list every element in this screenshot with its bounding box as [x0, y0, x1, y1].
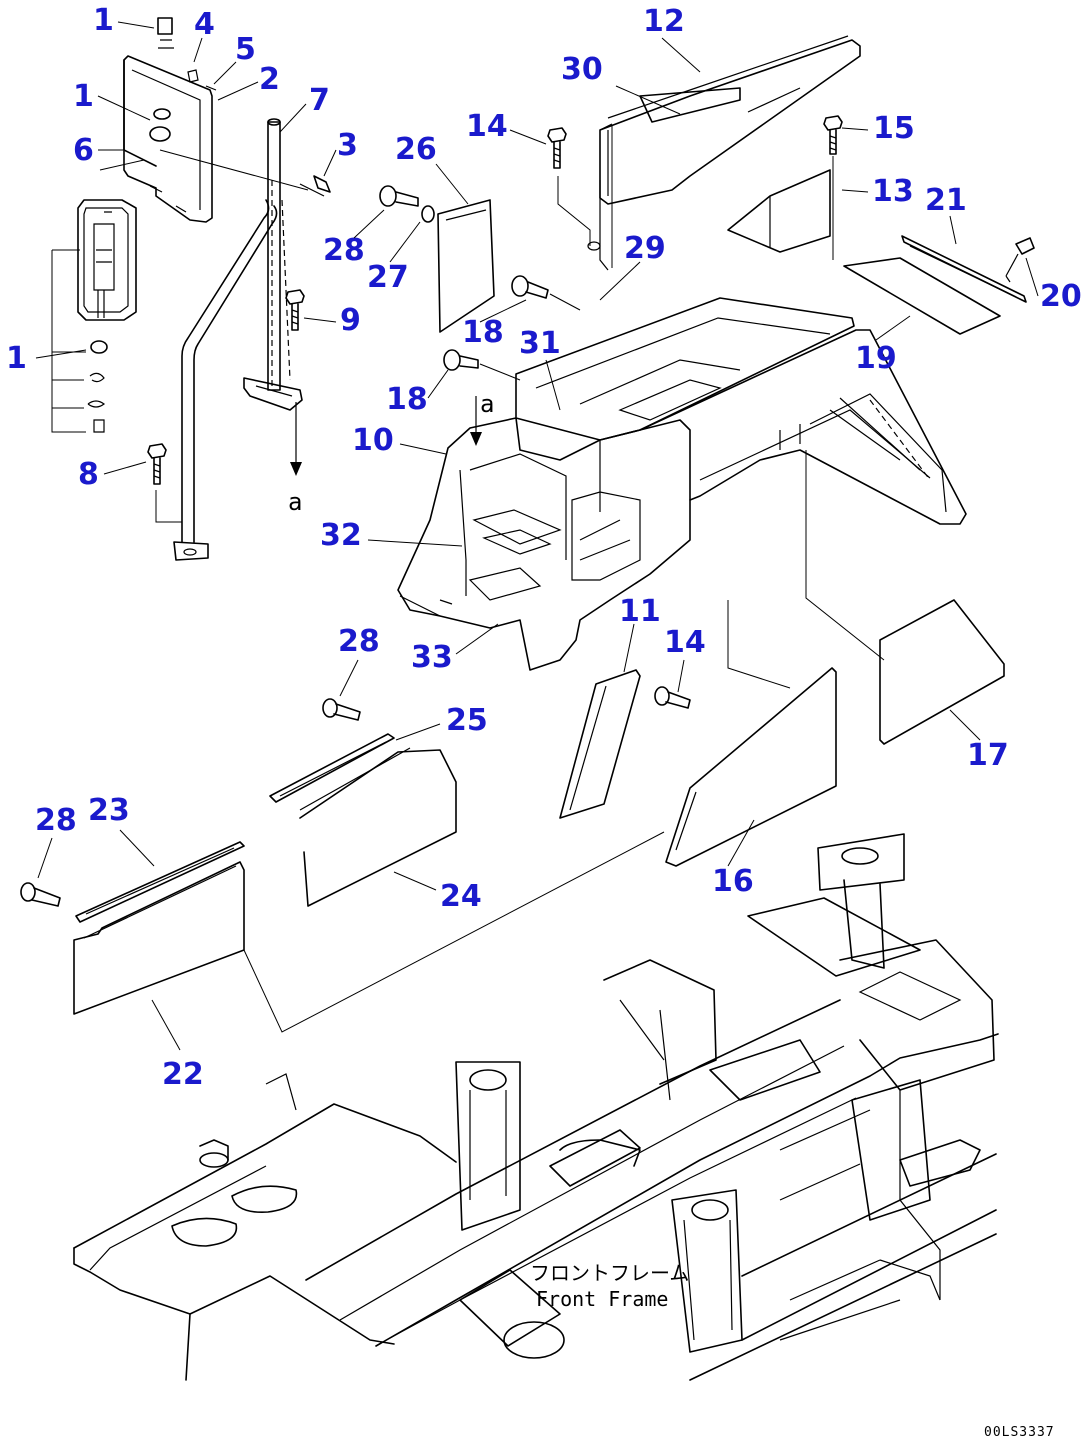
callout-17: 17 [967, 738, 1009, 773]
strip-25-panel-24 [269, 733, 457, 907]
callout-26: 26 [395, 132, 437, 167]
callout-31: 31 [519, 326, 561, 361]
top-cover-12 [599, 35, 861, 271]
bolt-18-upper [511, 275, 581, 311]
callout-6: 6 [73, 133, 94, 168]
callout-24: 24 [440, 879, 482, 914]
bolt-15 [823, 115, 843, 260]
callout-21: 21 [925, 183, 967, 218]
reference-mark-a-upper: a [480, 390, 494, 418]
bolt-14-lower [654, 686, 691, 709]
bolt-8 [147, 443, 182, 523]
callout-27: 27 [367, 260, 409, 295]
bolt-28-lower [20, 882, 61, 907]
callout-28: 28 [323, 233, 365, 268]
bolt-18-lower [443, 349, 521, 381]
strip-23-panel-22 [73, 831, 665, 1033]
front-frame-label-en: Front Frame [536, 1287, 668, 1311]
callout-23: 23 [88, 793, 130, 828]
callout-7: 7 [309, 83, 330, 118]
main-frame-10 [397, 297, 967, 671]
callout-28: 28 [35, 803, 77, 838]
callout-labels: 1 4 5 2 1 6 7 3 1 8 9 12 30 14 26 28 27 … [6, 3, 1082, 1092]
callout-33: 33 [411, 640, 453, 675]
callout-15: 15 [873, 111, 915, 146]
front-frame-body [73, 833, 999, 1381]
callout-1: 1 [93, 3, 114, 38]
bolt-28-middle [322, 698, 361, 721]
support-rod [243, 118, 303, 411]
callout-19: 19 [855, 341, 897, 376]
callout-32: 32 [320, 518, 362, 553]
callout-2: 2 [259, 62, 280, 97]
bolt-14-upper [547, 127, 601, 251]
callout-9: 9 [340, 303, 361, 338]
callout-30: 30 [561, 52, 603, 87]
callout-22: 22 [162, 1057, 204, 1092]
callout-29: 29 [624, 231, 666, 266]
front-frame-label-jp: フロントフレーム [530, 1261, 689, 1285]
callout-18: 18 [386, 382, 428, 417]
plate-26 [437, 199, 495, 333]
callout-1: 1 [73, 79, 94, 114]
cover-13 [727, 169, 831, 253]
drawing-code: 00LS3337 [984, 1425, 1055, 1440]
plate-11 [559, 669, 641, 819]
reference-mark-a-lower: a [288, 488, 302, 516]
callout-28: 28 [338, 624, 380, 659]
callout-20: 20 [1040, 279, 1082, 314]
callout-5: 5 [235, 32, 256, 67]
callout-3: 3 [337, 128, 358, 163]
strip-21-plate-19 [843, 235, 1035, 335]
callout-4: 4 [194, 7, 215, 42]
bolt-9 [285, 289, 305, 476]
plate-16 [665, 600, 837, 867]
callout-10: 10 [352, 423, 394, 458]
handrail [173, 199, 278, 561]
leader-lines [35, 21, 1039, 1051]
bolt-28-27-upper [379, 185, 435, 223]
callout-16: 16 [712, 864, 754, 899]
callout-1: 1 [6, 341, 27, 376]
callout-13: 13 [872, 174, 914, 209]
arrow-a-upper [470, 396, 482, 446]
callout-25: 25 [446, 703, 488, 738]
callout-12: 12 [643, 4, 685, 39]
plate-17 [879, 599, 1005, 745]
callout-14: 14 [466, 109, 508, 144]
callout-14: 14 [664, 625, 706, 660]
callout-11: 11 [619, 594, 661, 629]
callout-8: 8 [78, 457, 99, 492]
clip-3 [159, 149, 331, 197]
